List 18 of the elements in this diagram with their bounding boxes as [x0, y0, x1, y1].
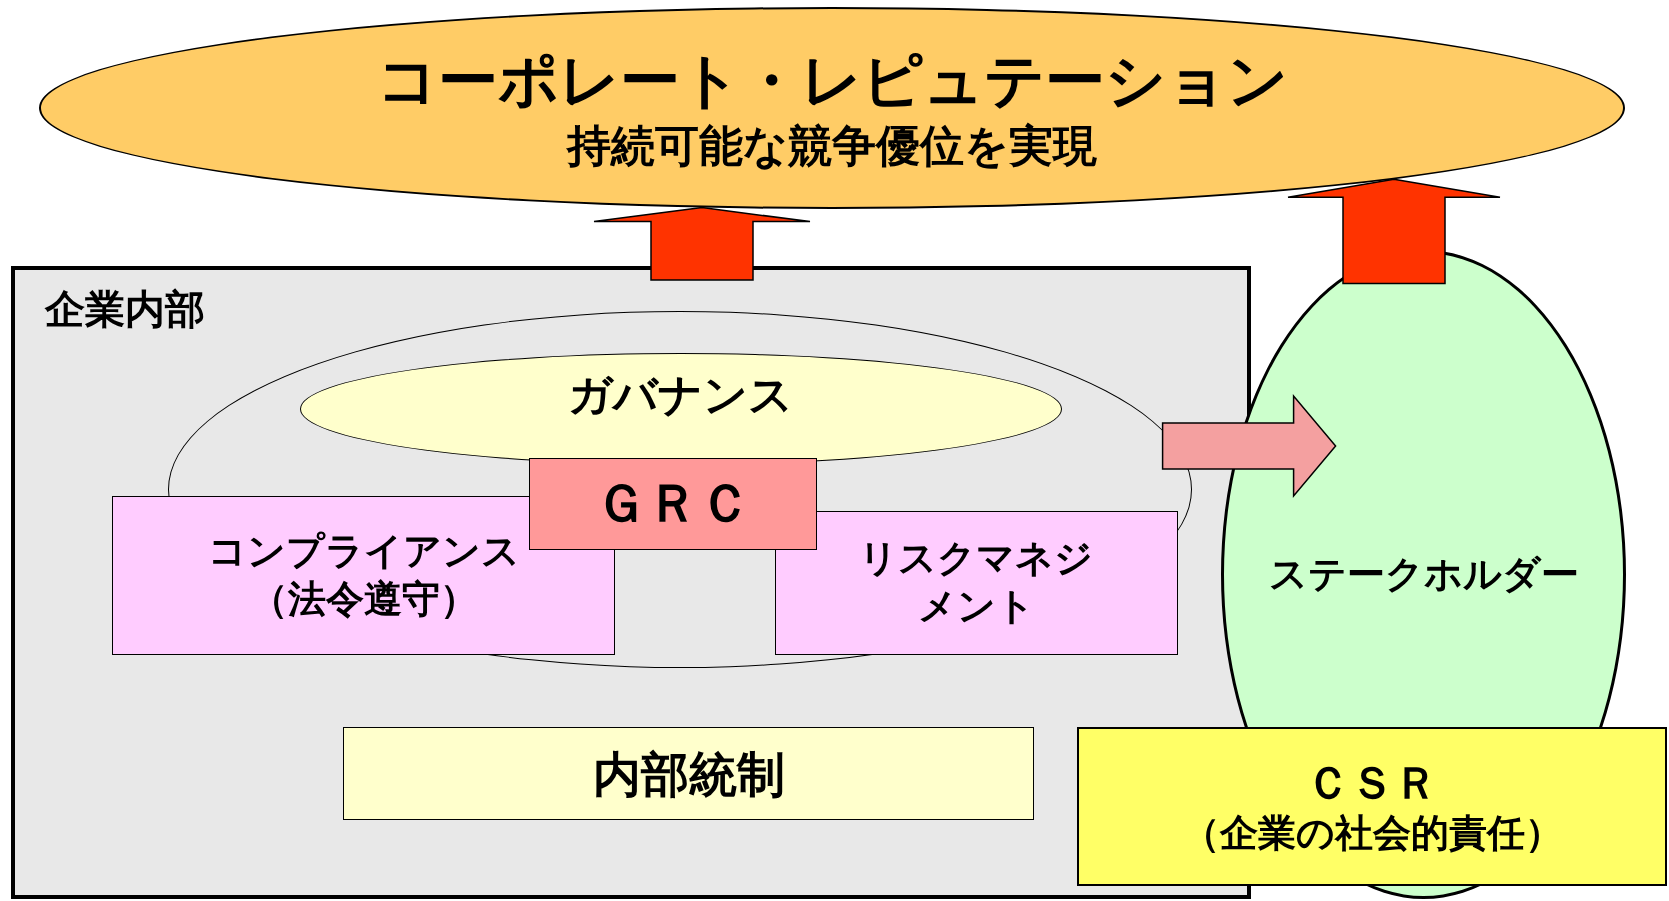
node-subtitle: 持続可能な競争優位を実現: [567, 119, 1097, 173]
process-box: [343, 727, 1034, 820]
node-label: コーポレート・レピュテーション: [376, 44, 1288, 117]
process-box: [774, 510, 1178, 655]
node-subtitle: （企業の社会的責任）: [1181, 810, 1563, 858]
node-label: ＣＳＲ: [1306, 756, 1438, 811]
node-label: ステークホルダー: [1268, 550, 1579, 598]
block-arrow: [1287, 178, 1501, 285]
node-label: 内部統制: [592, 744, 785, 804]
panel-heading: 企業内部: [45, 285, 205, 334]
process-box: [1077, 727, 1667, 886]
process-box: [528, 457, 817, 550]
block-arrow: [1161, 393, 1337, 499]
node-label: ガバナンス: [568, 368, 793, 422]
node-label: リスクマネジメント: [858, 535, 1094, 630]
node-label: コンプライアンス（法令遵守）: [206, 528, 521, 623]
node-label: ＧＲＣ: [594, 472, 751, 535]
block-arrow: [593, 206, 811, 281]
